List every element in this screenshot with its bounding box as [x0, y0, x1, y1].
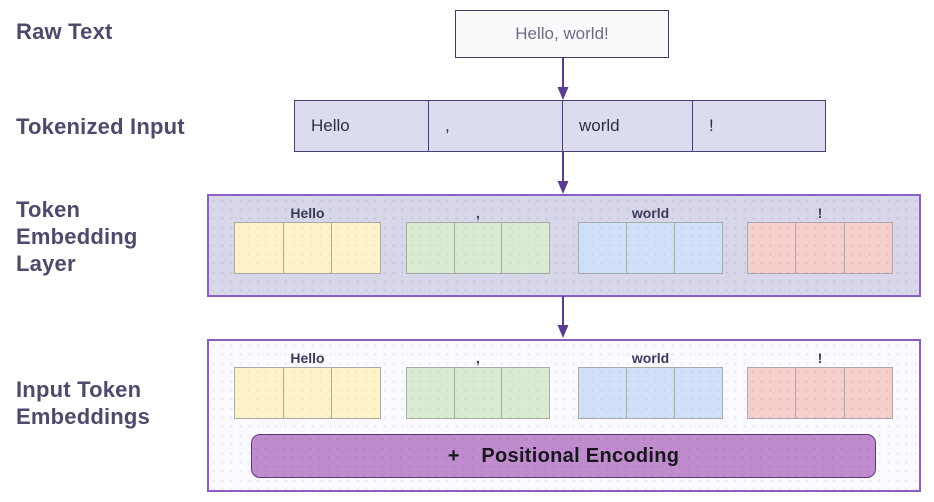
embedding-token-label: Hello [290, 205, 325, 221]
row-label-line-2: Embedding [16, 224, 138, 249]
row-label-line-1: Token [16, 197, 81, 222]
input-embedding-token-label: Hello [290, 350, 325, 366]
input-embedding-dim-cell [502, 368, 549, 418]
row-label-line-1: Input Token [16, 377, 142, 402]
embedding-token-group: Hello [234, 204, 381, 274]
input-embedding-token-group: , [406, 349, 550, 419]
embedding-dim-cell [407, 223, 455, 273]
tokenized-cell: world [563, 101, 693, 151]
input-embedding-dim-cell [579, 368, 627, 418]
embedding-vector [578, 222, 723, 274]
input-embedding-token-label: ! [817, 350, 823, 366]
row-label-input-token-embeddings: Input Token Embeddings [16, 376, 206, 430]
embedding-token-label: ! [817, 205, 823, 221]
tokenized-input-row: Hello , world ! [294, 100, 826, 152]
token-embedding-layer-panel: Hello , world ! [207, 194, 921, 297]
embedding-token-label: , [476, 205, 480, 221]
input-token-embeddings-panel: Hello , world ! [207, 339, 921, 492]
row-label-line-2: Embeddings [16, 404, 151, 429]
raw-text-box: Hello, world! [455, 10, 669, 58]
input-embedding-dim-cell [748, 368, 797, 418]
input-embedding-token-group: ! [747, 349, 893, 419]
embedding-token-group: world [578, 204, 723, 274]
embedding-token-label: world [631, 205, 670, 221]
input-embedding-dim-cell [845, 368, 892, 418]
embedding-dim-cell [235, 223, 284, 273]
positional-encoding-bar: + Positional Encoding [251, 434, 876, 478]
row-label-raw-text: Raw Text [16, 19, 113, 44]
embedding-dim-cell [845, 223, 892, 273]
input-embedding-vector [406, 367, 550, 419]
arrow-tokenized-to-embedding [556, 152, 570, 196]
input-embedding-token-group: world [578, 349, 723, 419]
input-embedding-dim-cell [627, 368, 675, 418]
input-embedding-vector [578, 367, 723, 419]
row-label-line-3: Layer [16, 251, 76, 276]
embedding-dim-cell [748, 223, 797, 273]
embedding-dim-cell [675, 223, 722, 273]
input-embedding-vector [747, 367, 893, 419]
input-embedding-dim-cell [332, 368, 380, 418]
input-embedding-vector [234, 367, 381, 419]
input-embedding-token-label: , [476, 350, 480, 366]
embedding-dim-cell [796, 223, 845, 273]
embedding-vector [406, 222, 550, 274]
embedding-dim-cell [627, 223, 675, 273]
embedding-vector [234, 222, 381, 274]
embedding-dim-cell [579, 223, 627, 273]
embedding-dim-cell [284, 223, 333, 273]
row-label-tokenized-input: Tokenized Input [16, 114, 185, 139]
input-embedding-token-label: world [631, 350, 670, 366]
input-embedding-dim-cell [407, 368, 455, 418]
raw-text-value: Hello, world! [515, 24, 609, 43]
arrow-rawtext-to-tokenized [556, 58, 570, 102]
input-embedding-dim-cell [675, 368, 722, 418]
tokenized-cell: , [429, 101, 563, 151]
embedding-dim-cell [502, 223, 549, 273]
input-embedding-dim-cell [455, 368, 503, 418]
embedding-dim-cell [332, 223, 380, 273]
embedding-dim-cell [455, 223, 503, 273]
input-embedding-dim-cell [284, 368, 333, 418]
input-embedding-dim-cell [235, 368, 284, 418]
row-label-token-embedding-layer: Token Embedding Layer [16, 196, 196, 277]
tokenized-cell: Hello [295, 101, 429, 151]
arrow-embedding-to-input [556, 296, 570, 340]
input-embedding-token-group: Hello [234, 349, 381, 419]
plus-icon: + [447, 444, 460, 467]
tokenized-cell: ! [709, 116, 714, 135]
embedding-token-group: ! [747, 204, 893, 274]
positional-encoding-label: Positional Encoding [481, 444, 680, 467]
embedding-vector [747, 222, 893, 274]
input-embedding-dim-cell [796, 368, 845, 418]
embedding-token-group: , [406, 204, 550, 274]
